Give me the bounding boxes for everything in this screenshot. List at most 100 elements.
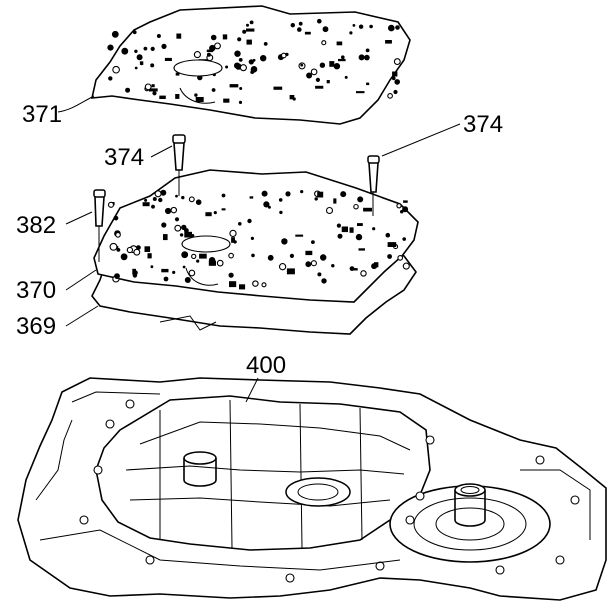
plate-hole — [214, 42, 221, 50]
plate-hole — [147, 253, 152, 259]
plate-hole — [121, 47, 129, 55]
plate-hole — [107, 44, 114, 51]
plate-hole — [144, 246, 151, 252]
callout-374-left: 374 — [104, 144, 144, 171]
plate-hole — [246, 39, 252, 45]
plate-hole — [161, 268, 169, 273]
plate-hole — [158, 197, 163, 203]
plate-hole — [221, 208, 226, 211]
plate-hole — [139, 61, 144, 65]
plate-hole — [289, 253, 294, 258]
plate-hole — [239, 87, 243, 90]
plate-hole — [229, 281, 237, 288]
plate-hole — [295, 234, 304, 237]
plate-hole — [188, 269, 196, 277]
plate-hole — [298, 21, 303, 26]
plate-hole — [237, 37, 242, 42]
plate-hole — [358, 24, 364, 29]
plate-hole — [175, 94, 180, 99]
plate-hole — [403, 200, 408, 203]
leader-lines — [57, 95, 461, 403]
plate-hole — [196, 259, 200, 263]
plate-hole — [366, 82, 370, 86]
callout-371: 371 — [22, 101, 62, 128]
plate-hole — [305, 250, 313, 256]
plate-hole — [150, 63, 155, 68]
plate-hole — [393, 58, 401, 66]
plate-hole — [191, 253, 197, 260]
plate-hole — [319, 62, 326, 68]
plate-hole — [184, 231, 192, 238]
plate-hole — [344, 75, 348, 79]
plate-hole — [338, 58, 346, 62]
plate-hole — [163, 234, 168, 241]
plate-hole — [392, 71, 398, 77]
plate-hole — [372, 227, 376, 231]
plate-hole — [385, 232, 391, 238]
plate-hole — [151, 84, 155, 88]
plate-hole — [156, 34, 161, 38]
plate-hole — [360, 270, 367, 277]
plate-hole — [112, 65, 120, 74]
plate-hole — [193, 51, 201, 59]
plate-hole — [285, 191, 291, 197]
plate-hole — [249, 20, 254, 25]
plate-hole — [387, 93, 393, 99]
plate-hole — [120, 253, 128, 261]
plate-hole — [267, 254, 274, 261]
plate-hole — [182, 265, 186, 269]
plate-hole — [170, 206, 178, 214]
plate-hole — [115, 232, 121, 238]
plate-hole — [314, 197, 318, 201]
plate-hole — [317, 18, 322, 24]
plate-hole — [116, 248, 121, 252]
plate-hole — [250, 66, 258, 73]
callout-400: 400 — [246, 352, 286, 379]
plate-hole — [349, 266, 355, 271]
bolt-382 — [93, 189, 106, 262]
plate-hole — [333, 198, 337, 204]
plate-hole — [221, 193, 226, 198]
plate-hole — [329, 61, 335, 67]
case-bolt — [555, 555, 565, 565]
plate-hole — [396, 203, 402, 209]
case-bolt — [285, 573, 295, 583]
plate-hole — [144, 198, 148, 202]
plate-hole — [355, 233, 363, 241]
plate-hole — [358, 54, 365, 61]
plate-hole — [143, 46, 148, 51]
plate-hole — [151, 204, 155, 209]
plate-hole — [402, 262, 410, 270]
plate-hole — [208, 260, 216, 266]
plate-hole — [353, 203, 359, 210]
plate-hole — [184, 277, 191, 283]
plate-hole — [286, 268, 295, 275]
case-bolt — [125, 399, 135, 409]
plate-hole — [305, 261, 312, 268]
plate-hole — [304, 31, 311, 35]
plate-hole — [225, 65, 229, 69]
plate-hole — [181, 251, 189, 259]
plate-hole — [238, 58, 243, 62]
plate-hole — [261, 190, 268, 197]
plate-hole — [321, 278, 327, 284]
bolt-374-left — [172, 134, 186, 196]
plate-hole — [165, 207, 172, 215]
case-bolt — [495, 565, 505, 575]
plate-hole — [111, 30, 119, 38]
spacer-plate-370 — [93, 169, 419, 303]
plate-hole — [150, 46, 155, 52]
plate-hole — [349, 31, 353, 35]
plate-hole — [195, 199, 202, 205]
plate-hole — [160, 189, 167, 196]
plate-hole — [142, 202, 150, 207]
plate-hole — [126, 246, 134, 254]
callout-369: 369 — [16, 313, 56, 340]
plate-hole — [394, 79, 401, 85]
plate-hole — [188, 196, 195, 203]
plate-hole — [331, 264, 335, 268]
plate-hole — [279, 210, 283, 215]
plate-hole — [216, 259, 224, 267]
plate-hole — [175, 194, 178, 198]
plate-hole — [400, 210, 404, 214]
